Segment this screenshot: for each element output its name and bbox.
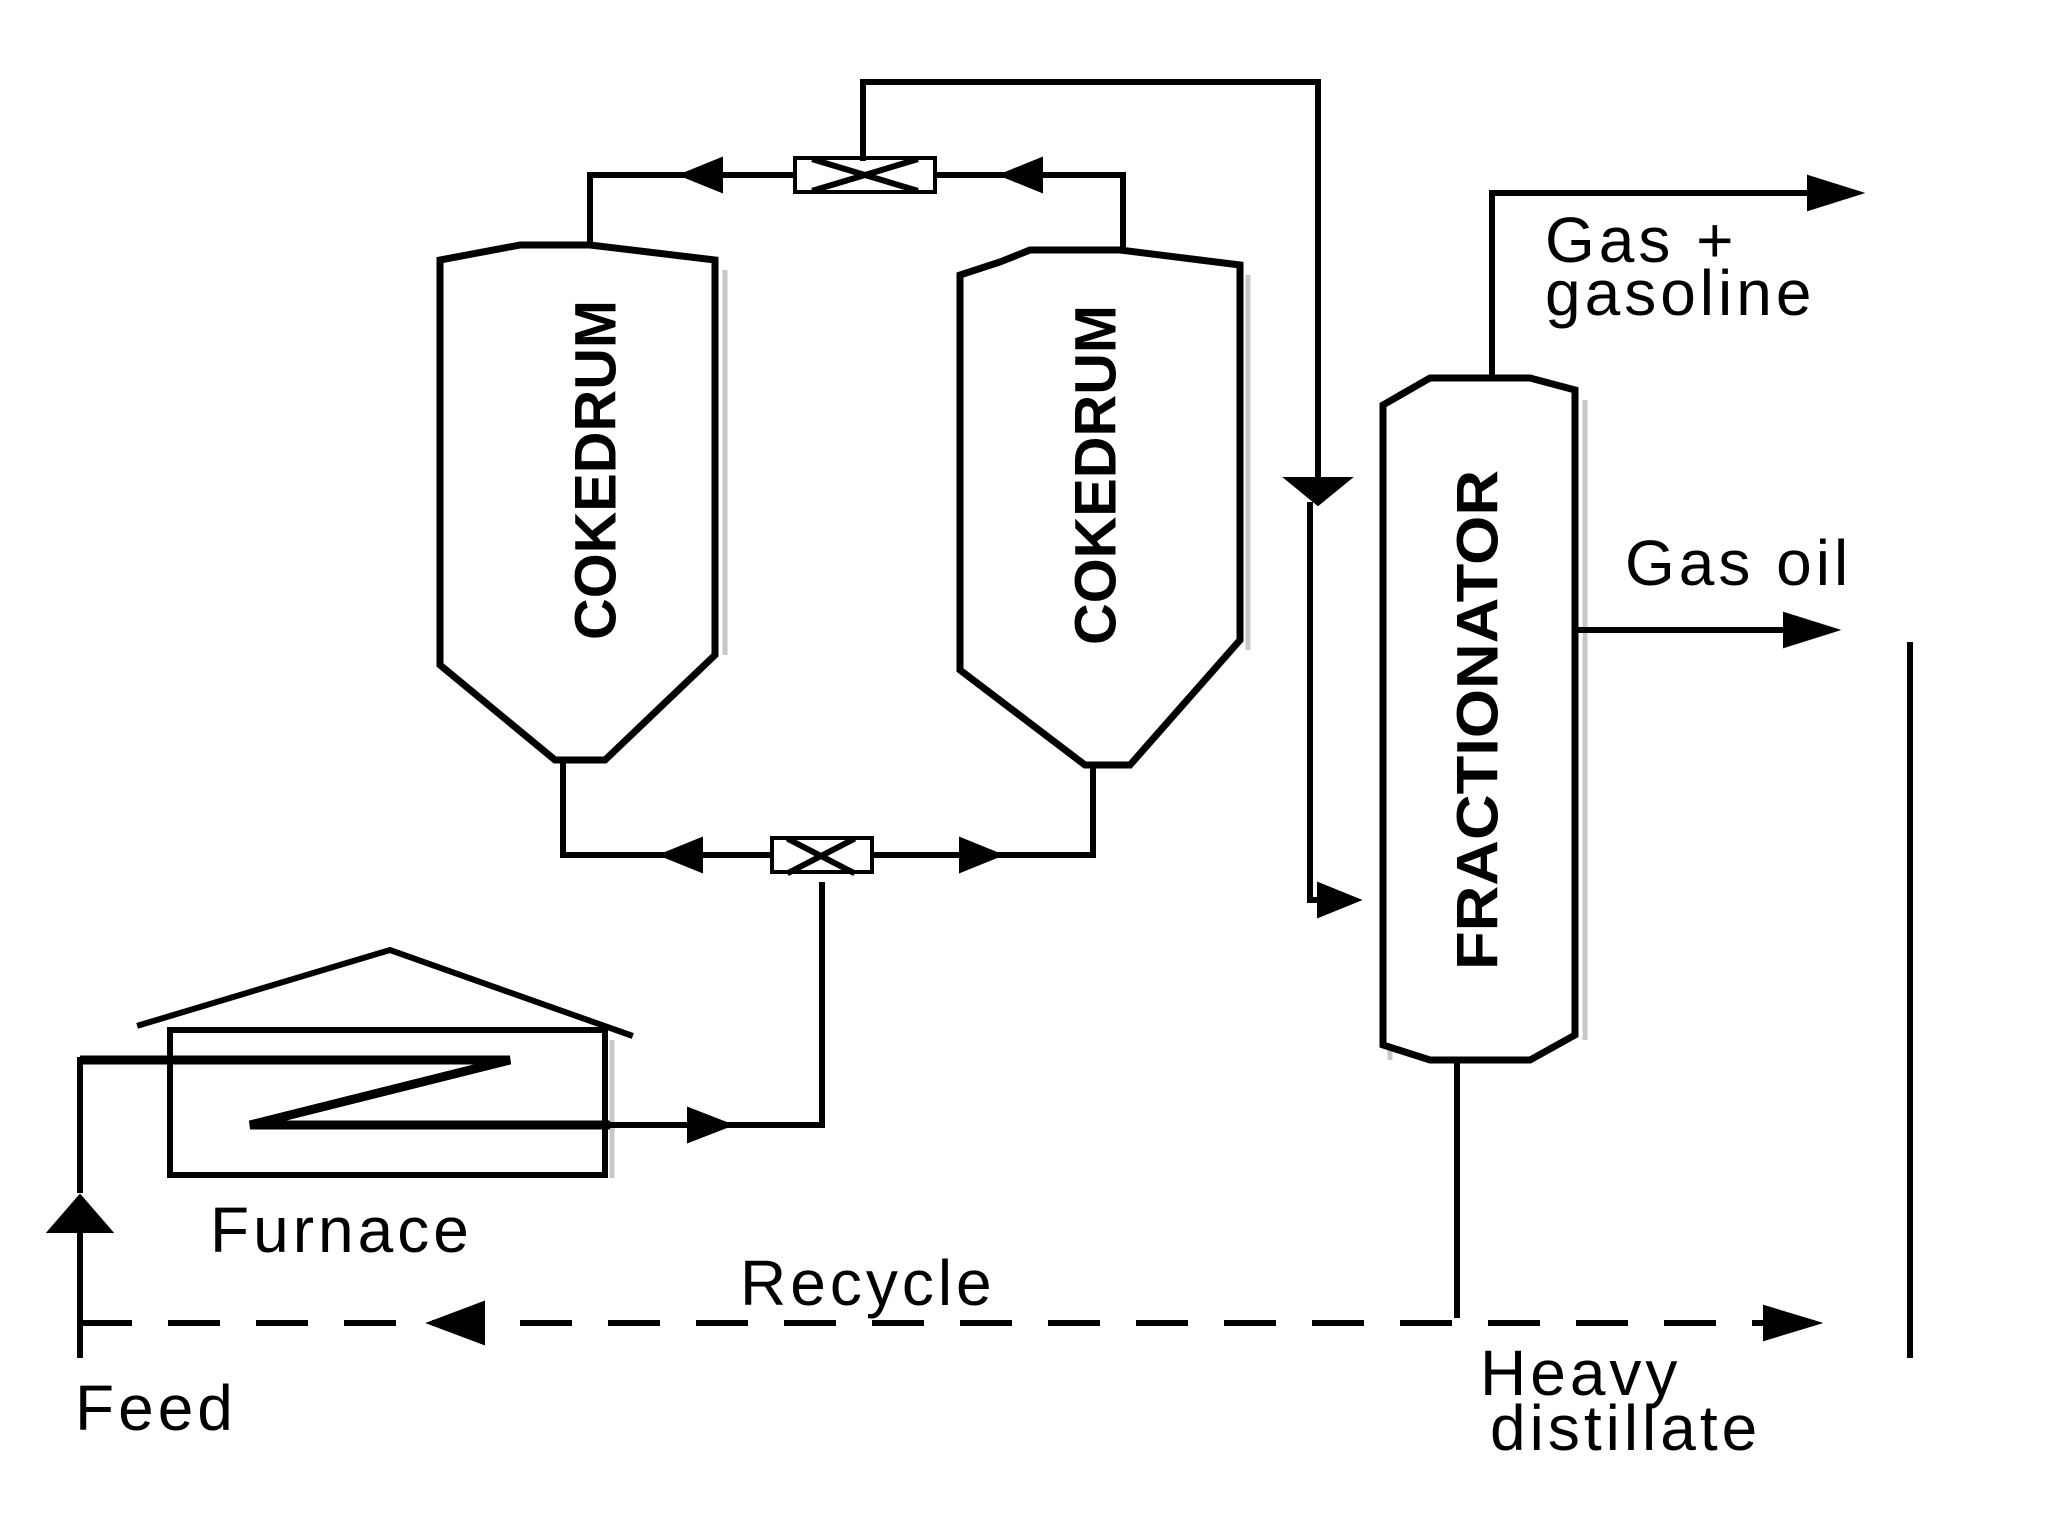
gas-oil-arrow-icon	[1783, 611, 1842, 649]
furnace-outlet-arrow-icon	[687, 1106, 735, 1144]
top-left-arrow-icon	[677, 156, 723, 194]
feed-arrow-icon	[45, 1193, 115, 1233]
heavy-distillate-label-line2: distillate	[1490, 1392, 1761, 1464]
fractionator-inlet-arrow-icon	[1317, 881, 1363, 919]
heavy-distillate-arrow-icon	[1763, 1304, 1824, 1342]
gas-gasoline-line	[1489, 174, 1866, 381]
recycle-arrow-icon	[425, 1300, 485, 1346]
bottoms-recycle-lines	[80, 642, 1913, 1358]
coke-drum-left-label: COKEDRUM	[563, 300, 628, 640]
fractionator-column: FRACTIONATOR	[1379, 374, 1588, 1064]
gas-oil-label: Gas oil	[1625, 527, 1852, 599]
gas-gasoline-label-line1: Gas +	[1545, 204, 1738, 276]
bottom-manifold	[560, 757, 1096, 877]
coke-drum-right: COKEDRUM	[956, 246, 1251, 769]
furnace-outlet-line	[607, 882, 825, 1144]
furnace	[45, 946, 634, 1358]
vapour-down-arrow-icon	[1282, 477, 1354, 507]
bottom-left-arrow-icon	[657, 836, 703, 874]
heavy-distillate-label-line1: Heavy	[1480, 1337, 1681, 1409]
fractionator-label: FRACTIONATOR	[1445, 470, 1510, 970]
bottom-switch-valve-icon	[770, 836, 874, 874]
top-manifold	[587, 156, 1126, 253]
gas-gasoline-arrow-icon	[1807, 174, 1866, 212]
coke-drum-right-label: COKEDRUM	[1063, 305, 1128, 645]
bottom-right-arrow-icon	[959, 836, 1005, 874]
top-right-arrow-icon	[997, 156, 1043, 194]
gas-gasoline-label-line2: gasoline	[1545, 257, 1815, 329]
recycle-label: Recycle	[740, 1247, 996, 1319]
coke-drum-left: COKEDRUM	[436, 241, 728, 764]
furnace-label: Furnace	[210, 1194, 473, 1266]
drum-vapour-line	[860, 79, 1363, 919]
gas-oil-line	[1572, 611, 1842, 649]
feed-label: Feed	[75, 1372, 237, 1444]
